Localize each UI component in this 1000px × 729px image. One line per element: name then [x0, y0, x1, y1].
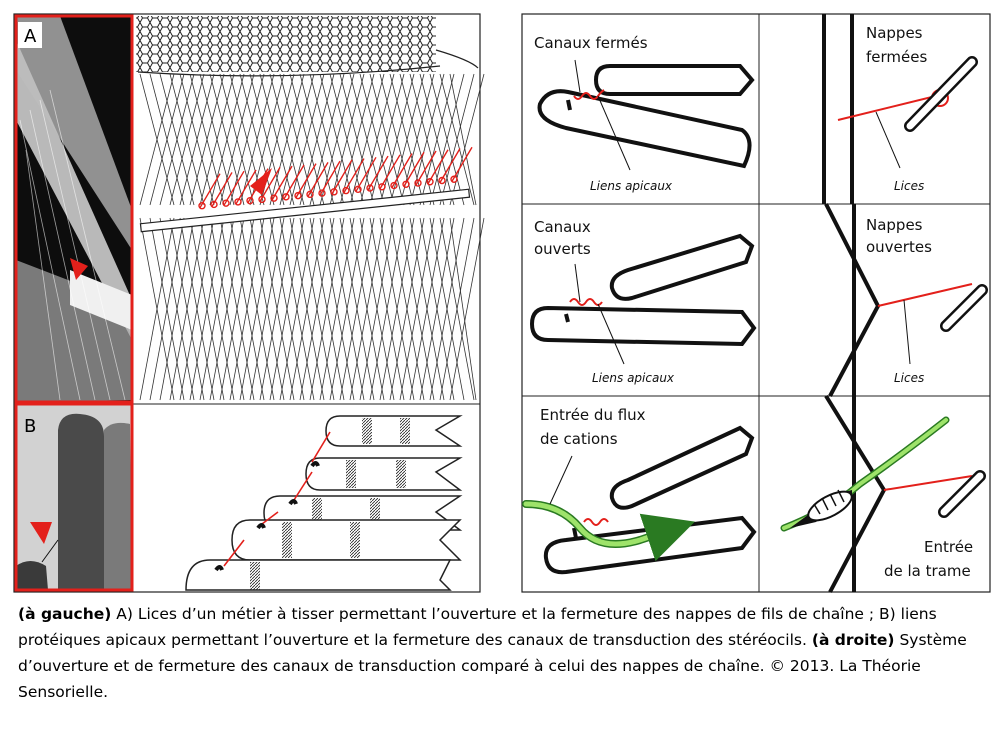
red-arrowhead-marker — [70, 258, 88, 280]
label-open-channels-line2: ouverts — [534, 240, 591, 258]
tip-links — [223, 431, 331, 567]
photo-b-letter: B — [24, 416, 36, 437]
label-heddles-row1: Lices — [894, 179, 924, 193]
caption-left-text: A) Lices d’un métier à tisser permettant… — [18, 605, 937, 649]
caption-left-heading: (à gauche) — [18, 605, 112, 623]
label-tip-links-row2: Liens apicaux — [592, 371, 675, 385]
caption-right-text: Système d’ouverture et de fermeture des … — [18, 631, 967, 701]
heddle-shaft — [139, 188, 471, 233]
photo-b-stereocilia: B — [14, 402, 134, 592]
rod-icon — [938, 470, 986, 518]
row-influx: Entrée du flux de cations — [522, 406, 757, 575]
red-arrowhead-marker — [30, 522, 52, 544]
rod-icon — [904, 56, 978, 132]
caption-right-heading: (à droite) — [811, 631, 895, 649]
loom-heddle-drawing — [136, 16, 485, 401]
photo-a-letter: A — [24, 26, 37, 47]
row-weft-loom: Entrée de la trame — [780, 394, 986, 593]
label-open-sheds-line2: ouvertes — [866, 238, 932, 256]
right-panel: Canaux fermés Liens apicaux Nappes fermé… — [521, 13, 991, 593]
woven-cloth — [136, 16, 436, 72]
photo-a-loom: A — [14, 14, 134, 404]
rod-icon — [940, 284, 988, 332]
figure-illustration: A B — [13, 13, 991, 593]
row-open: Canaux ouverts Liens apicaux — [529, 218, 757, 385]
label-open-sheds-line1: Nappes — [866, 216, 923, 234]
photo-a-border — [14, 14, 134, 404]
row-closed-loom: Nappes fermées Lices — [822, 14, 978, 204]
row-open-loom: Nappes ouvertes Lices — [824, 203, 988, 397]
stereocilia-schematic — [185, 415, 463, 591]
cation-flux-arrow — [523, 501, 695, 562]
label-cation-influx-line2: de cations — [540, 430, 618, 448]
label-heddles-row2: Lices — [894, 371, 924, 385]
shuttle-icon — [790, 489, 853, 528]
label-closed-sheds-line1: Nappes — [866, 24, 923, 42]
left-panel: A B — [13, 13, 485, 593]
row-closed: Canaux fermés Liens apicaux — [534, 34, 755, 193]
label-closed-channels-line1: Canaux fermés — [534, 34, 648, 52]
figure-caption: (à gauche) A) Lices d’un métier à tisser… — [18, 601, 986, 705]
label-weft-insertion-line2: de la trame — [884, 562, 971, 580]
label-open-channels-line1: Canaux — [534, 218, 591, 236]
label-closed-sheds-line2: fermées — [866, 48, 927, 66]
label-weft-insertion-line1: Entrée — [924, 538, 973, 556]
label-cation-influx-line1: Entrée du flux — [540, 406, 646, 424]
red-arrowhead-marker — [250, 168, 272, 195]
photo-b-border — [14, 402, 134, 592]
label-tip-links-row1: Liens apicaux — [590, 179, 673, 193]
